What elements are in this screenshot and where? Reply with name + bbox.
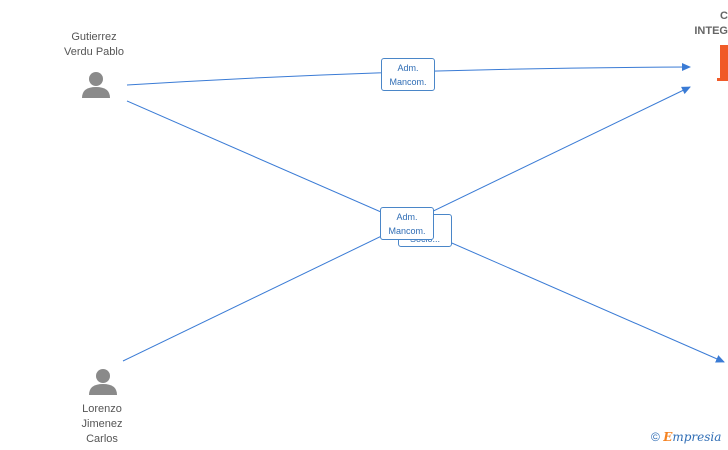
person-label-gutierrez: Gutierrez Verdu Pablo [64, 31, 124, 58]
person-label-lorenzo: Lorenzo Jimenez Carlos [81, 403, 123, 445]
brand-name: Empresia [663, 430, 722, 444]
edge-label-center[interactable]: Adm. Mancom. [380, 207, 434, 240]
person-icon-lorenzo[interactable] [89, 369, 117, 395]
person-icon-gutierrez[interactable] [82, 72, 110, 98]
edge-label-top[interactable]: Adm. Mancom. [381, 58, 435, 91]
copyright-symbol: © [651, 430, 660, 444]
empresia-watermark[interactable]: © Empresia [651, 430, 721, 444]
building-icon[interactable] [717, 45, 728, 81]
company-label: C INTEG [694, 10, 728, 37]
